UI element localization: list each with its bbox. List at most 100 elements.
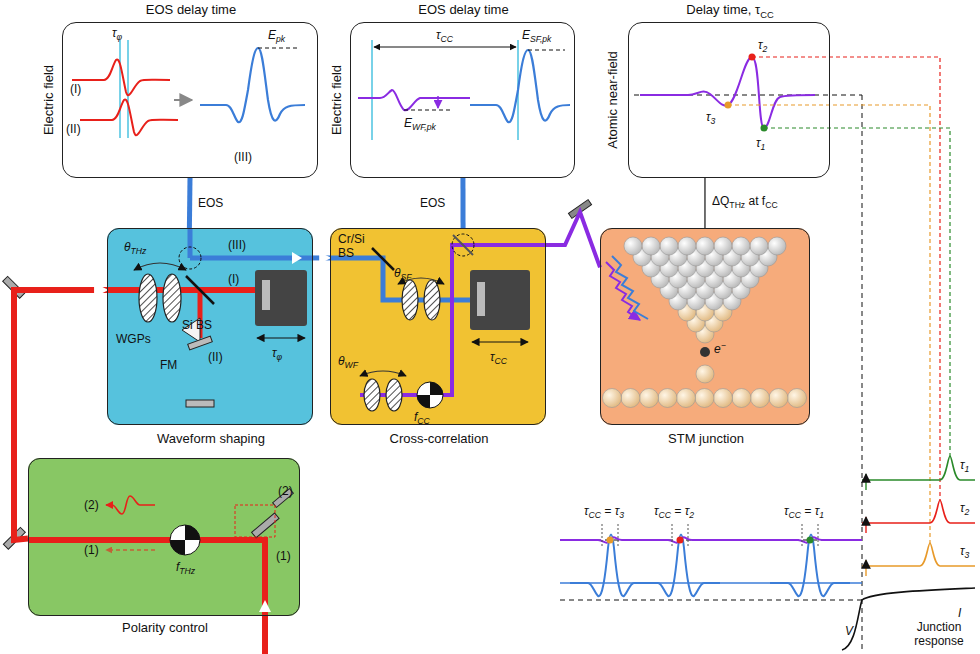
cross-correlation-optics-part bbox=[470, 270, 530, 330]
box-title: EOS delay time bbox=[63, 3, 319, 17]
delay-label: τ3 bbox=[960, 544, 969, 558]
cross-correlation-traces-part bbox=[770, 535, 850, 597]
part-name: WGPs bbox=[116, 332, 151, 346]
cross-correlation-traces-part bbox=[618, 524, 619, 548]
cross-correlation-traces-part bbox=[640, 535, 720, 597]
cross-correlation-optics-part bbox=[472, 341, 528, 342]
box-fills-part bbox=[330, 228, 546, 425]
cross-correlation-optics-part bbox=[386, 379, 402, 411]
junction-response-curve-part bbox=[865, 560, 866, 576]
junction-response-curve-part bbox=[862, 500, 975, 523]
polarity-control-optics-part bbox=[235, 505, 275, 537]
cross-correlation-traces-part bbox=[560, 600, 862, 601]
polarity-control-optics bbox=[3, 276, 294, 654]
connector-label: EOS bbox=[198, 196, 223, 210]
cross-correlation-traces-part bbox=[602, 524, 603, 548]
angle-label: θSF bbox=[394, 266, 412, 280]
stm-junction-figure-part bbox=[696, 365, 714, 383]
field-label: Epk bbox=[268, 28, 285, 42]
stm-junction-figure-part bbox=[768, 237, 786, 255]
delay-label: τCC = τ3 bbox=[584, 504, 624, 518]
beam-connector bbox=[704, 178, 705, 228]
waveform-shaping-optics bbox=[107, 228, 313, 407]
beam-number: (I) bbox=[228, 272, 239, 286]
axis-label: V bbox=[845, 624, 853, 638]
waveform-shaping-optics-part bbox=[179, 247, 201, 269]
waveform-shaping-optics-part bbox=[163, 274, 181, 322]
stm-junction-figure-part bbox=[621, 389, 640, 408]
cross-correlation-traces-part bbox=[688, 524, 689, 548]
angle-label: θWF bbox=[338, 354, 358, 368]
field-label: EWF,pk bbox=[404, 116, 436, 130]
cross-correlation-optics-part bbox=[402, 280, 418, 320]
panel-waveforms-part bbox=[358, 90, 470, 110]
waveform-shaping-optics-part bbox=[257, 337, 305, 338]
cross-correlation-traces-part bbox=[807, 537, 814, 544]
panel-waveforms-part bbox=[752, 57, 940, 500]
box-title: Cross-correlation bbox=[331, 432, 547, 446]
callout-symbol: τφ bbox=[272, 346, 282, 360]
setup-box: Cross-correlation bbox=[330, 228, 546, 425]
panel-waveforms-part bbox=[119, 40, 121, 138]
delay-label: τ1 bbox=[960, 458, 969, 472]
cross-correlation-traces-part bbox=[570, 535, 650, 597]
axis-label: Electric field bbox=[330, 30, 344, 170]
beam-number: (III) bbox=[228, 238, 246, 252]
stm-junction-figure-part bbox=[700, 347, 710, 357]
panel-waveforms bbox=[72, 40, 950, 650]
delay-label: τCC = τ2 bbox=[654, 504, 694, 518]
polarity-control-optics-part bbox=[170, 525, 200, 555]
panel-waveforms-part bbox=[80, 99, 178, 135]
cross-correlation-traces-part bbox=[607, 537, 614, 544]
stm-junction-figure-part bbox=[695, 389, 714, 408]
stm-junction-figure-part bbox=[660, 237, 678, 255]
stm-junction-figure-part bbox=[732, 237, 750, 255]
pulse-number: (1) bbox=[276, 549, 291, 563]
box-title: Waveform shaping bbox=[108, 432, 314, 446]
beam-connector bbox=[187, 178, 193, 228]
callout-symbol: τCC bbox=[490, 350, 507, 364]
cross-correlation-optics bbox=[330, 200, 592, 411]
field-label: ESF,pk bbox=[522, 28, 551, 42]
part-name: FM bbox=[160, 358, 177, 372]
waveform-shaping-optics-part bbox=[188, 336, 213, 350]
pulse-number: (III) bbox=[234, 150, 252, 164]
electron-label: e− bbox=[714, 342, 726, 356]
delay-label: τ3 bbox=[706, 110, 715, 124]
callout-symbol: τφ bbox=[112, 26, 122, 40]
setup-box: Polarity control bbox=[28, 458, 300, 616]
pulse-number: (2) bbox=[84, 498, 99, 512]
stm-junction-figure-part bbox=[769, 389, 788, 408]
panel-waveforms-part bbox=[174, 99, 192, 101]
waveform-shaping-optics-part bbox=[107, 287, 258, 293]
polarity-control-optics-part bbox=[170, 525, 200, 555]
panel-waveforms-part bbox=[200, 48, 305, 122]
waveform-shaping-optics-part bbox=[139, 274, 157, 322]
cross-correlation-traces-part bbox=[677, 537, 684, 544]
axis-title: Junction response bbox=[904, 620, 974, 648]
cross-correlation-traces-part bbox=[802, 524, 803, 548]
panel-waveforms-part bbox=[470, 50, 570, 122]
stm-junction-figure-part bbox=[788, 389, 807, 408]
polarity-control-optics-part bbox=[28, 540, 265, 654]
cross-correlation-optics-part bbox=[330, 258, 470, 300]
connector-label: EOS bbox=[420, 196, 445, 210]
waveform-shaping-optics-part bbox=[186, 276, 214, 304]
box-fills-part bbox=[107, 228, 313, 425]
cross-correlation-optics-part bbox=[372, 248, 394, 270]
cross-correlation-traces-part bbox=[818, 524, 819, 548]
stm-junction-figure-part bbox=[751, 389, 770, 408]
panel-waveforms-part bbox=[528, 50, 565, 51]
stm-junction-figure bbox=[603, 237, 807, 408]
callout-symbol: τCC bbox=[436, 28, 453, 42]
beam-connector bbox=[460, 178, 465, 228]
cross-correlation-optics-part bbox=[452, 234, 474, 256]
box-title: Delay time, τCC bbox=[629, 3, 831, 17]
panel-waveforms-part bbox=[127, 40, 129, 138]
panel-waveforms-part bbox=[258, 48, 300, 49]
stm-junction-figure-part bbox=[750, 237, 768, 255]
part-name: Si BS bbox=[182, 318, 212, 332]
panel-waveforms-part bbox=[725, 102, 732, 109]
cross-correlation-traces-part bbox=[560, 537, 862, 542]
